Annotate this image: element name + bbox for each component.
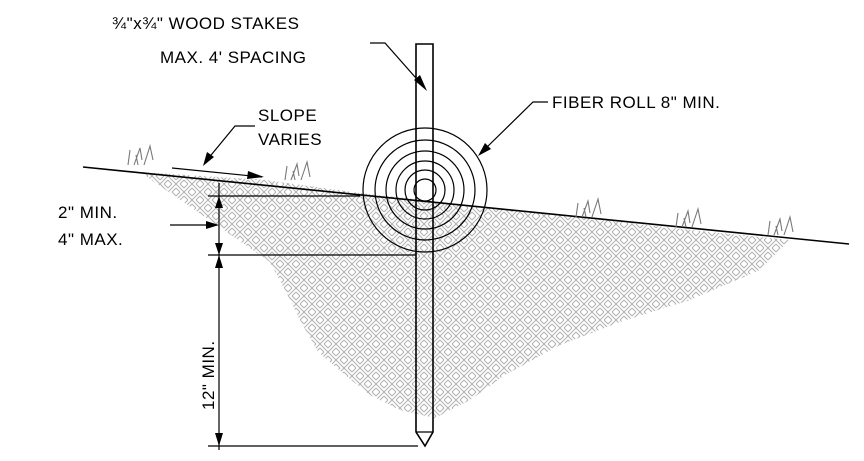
trench-label-line1: 2" MIN.: [58, 203, 118, 222]
ground-line: [82, 166, 850, 245]
embed-depth-label: 12" MIN.: [199, 340, 218, 410]
trench-label-line2: 4" MAX.: [58, 230, 123, 249]
embed-depth-dimension: [208, 255, 418, 450]
stake-leader: [370, 42, 427, 91]
stake-label-line2: MAX. 4' SPACING: [160, 48, 306, 67]
trench-depth-dimension: [170, 183, 360, 258]
vegetation: [127, 143, 794, 236]
slope-label-line2: VARIES: [258, 130, 322, 149]
slope-arrow: [171, 167, 264, 179]
fiber-roll-label: FIBER ROLL 8" MIN.: [552, 93, 720, 112]
stake-label-line1: ¾"x¾" WOOD STAKES: [112, 14, 299, 33]
fiber-roll-leader: [478, 101, 548, 156]
soil-hatch: [140, 172, 790, 418]
slope-leader: [203, 125, 255, 166]
wood-stake: [415, 43, 434, 448]
slope-label-line1: SLOPE: [258, 106, 317, 125]
fiber-roll: [362, 127, 488, 253]
